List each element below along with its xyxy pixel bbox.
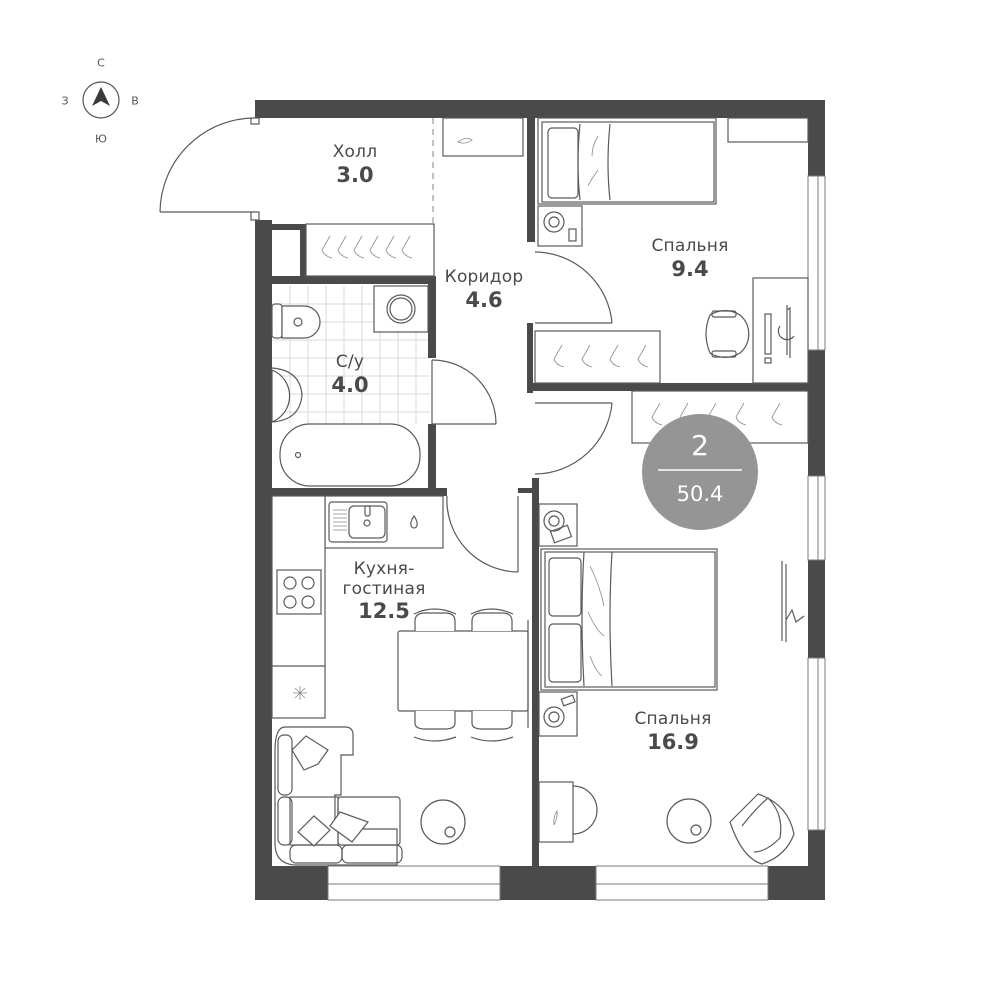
room-name: С/у <box>335 352 365 372</box>
room-area: 16.9 <box>647 729 699 754</box>
kitchen-furniture <box>271 495 529 742</box>
bathroom-door <box>431 359 497 425</box>
corner-sofa <box>274 726 466 866</box>
large-bedroom-door <box>534 402 613 475</box>
room-name-line2: гостиная <box>342 578 426 599</box>
compass-north-label: С <box>97 56 105 70</box>
room-area: 3.0 <box>336 162 374 187</box>
room-label-corridor: Коридор 4.6 <box>444 267 524 312</box>
room-name: Холл <box>332 142 378 162</box>
compass-south-label: Ю <box>95 132 107 146</box>
kitchen-door <box>446 495 519 573</box>
shoe-cabinet <box>442 117 524 157</box>
small-bedroom-wardrobe <box>534 330 661 384</box>
compass-east-label: В <box>131 94 139 108</box>
large-bedroom-furniture <box>538 503 805 865</box>
compass-west-label: З <box>61 94 69 108</box>
room-label-kitchen-living: Кухня- гостиная 12.5 <box>342 559 426 624</box>
apartment-summary-badge: 2 50.4 <box>642 414 758 530</box>
room-area: 12.5 <box>358 599 410 624</box>
room-area: 9.4 <box>671 256 709 281</box>
small-bedroom-door <box>534 251 613 324</box>
walls <box>255 100 825 900</box>
room-label-hall: Холл 3.0 <box>332 142 378 187</box>
north-arrow-icon <box>92 87 110 106</box>
total-area: 50.4 <box>676 482 724 506</box>
windows <box>327 175 826 901</box>
room-name: Спальня <box>634 709 712 729</box>
room-name: Коридор <box>444 267 524 287</box>
badge-divider <box>658 469 742 471</box>
rooms-count: 2 <box>691 429 709 462</box>
room-name: Кухня- <box>353 559 415 579</box>
room-label-small-bedroom: Спальня 9.4 <box>651 236 729 281</box>
room-label-large-bedroom: Спальня 16.9 <box>634 709 712 754</box>
small-bedroom-furniture <box>537 117 809 384</box>
room-name: Спальня <box>651 236 729 256</box>
bathroom-tiles <box>272 286 430 424</box>
room-area: 4.6 <box>465 287 503 312</box>
room-label-bathroom: С/у 4.0 <box>331 352 369 397</box>
room-area: 4.0 <box>331 372 369 397</box>
entrance-door <box>159 117 260 221</box>
bathroom-fixtures <box>271 285 429 487</box>
compass <box>82 81 120 119</box>
hall-wardrobe <box>305 223 435 277</box>
